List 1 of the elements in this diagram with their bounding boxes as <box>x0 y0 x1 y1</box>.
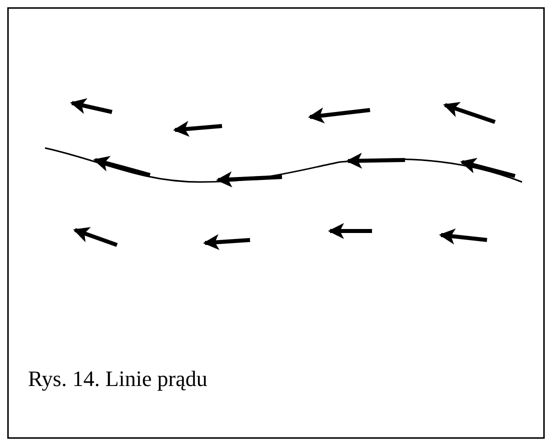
figure-caption: Rys. 14. Linie prądu <box>28 366 208 392</box>
